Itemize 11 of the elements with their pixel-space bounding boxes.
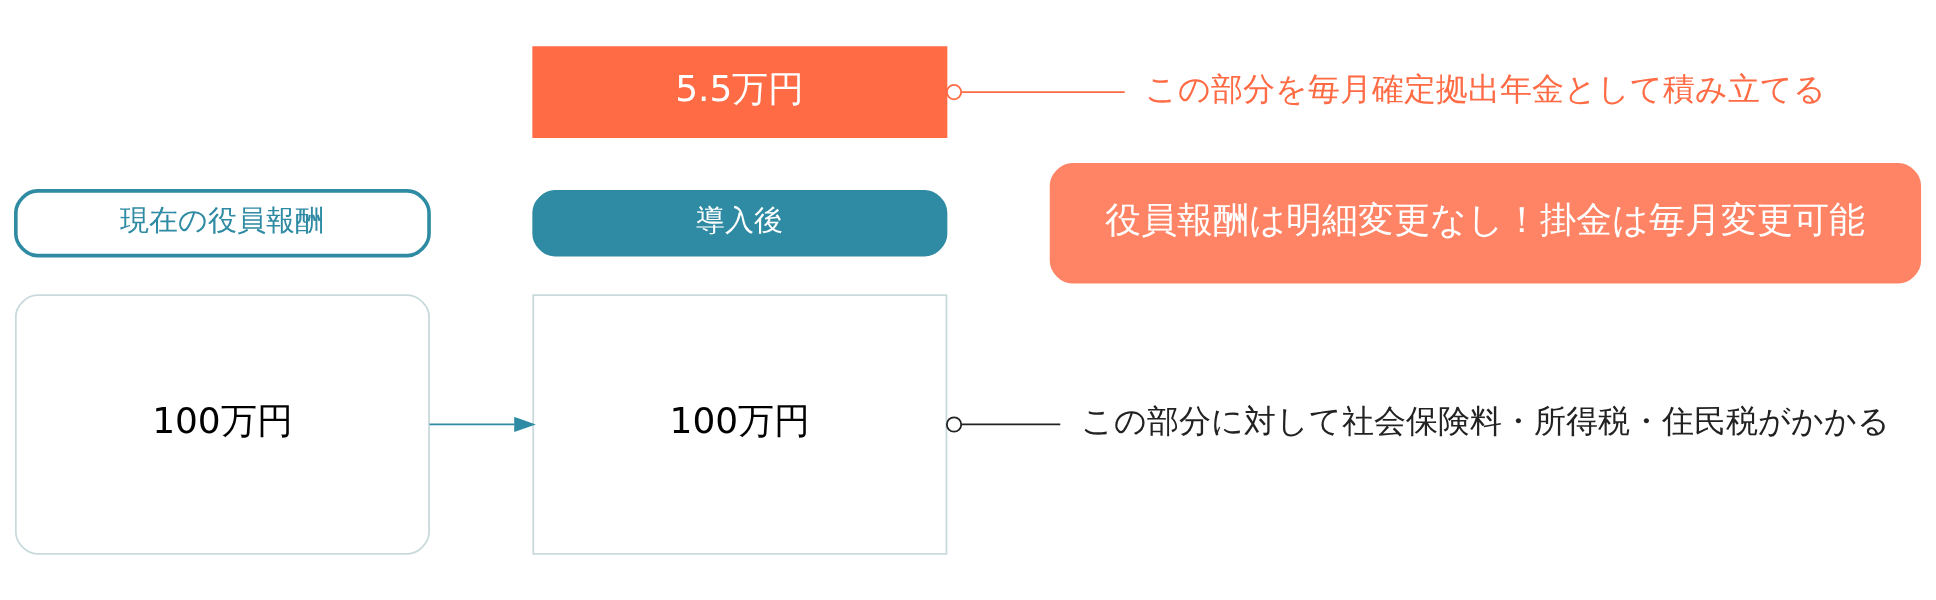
- arrow: [428, 416, 536, 432]
- node-box: 役員報酬は明細変更なし！掛金は毎月変更可能: [1049, 162, 1922, 283]
- node-box: 100万円: [14, 293, 430, 555]
- node-box: 100万円: [532, 293, 948, 555]
- connector: [945, 415, 1062, 433]
- node-box: 現在の役員報酬: [14, 188, 431, 257]
- node-text: この部分に対して社会保険料・所得税・住民税がかかる: [1080, 401, 1890, 440]
- node-text: この部分を毎月確定拠出年金として積み立てる: [1144, 69, 1826, 108]
- connector: [945, 83, 1126, 100]
- node-box: 導入後: [532, 189, 948, 256]
- node-box: 5.5万円: [532, 45, 948, 138]
